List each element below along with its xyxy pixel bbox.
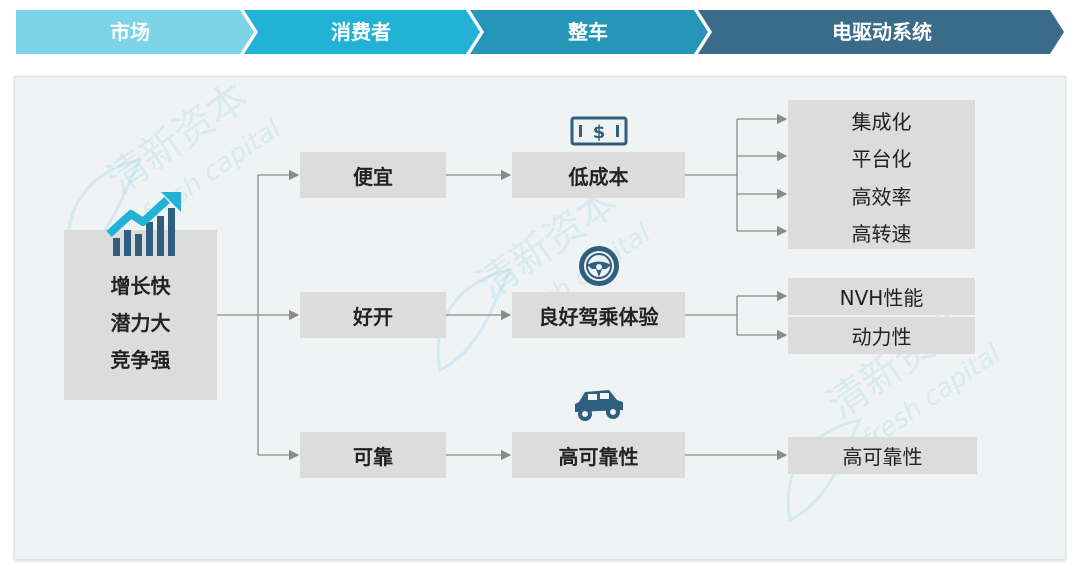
step-label-consumer: 消费者 [331, 20, 391, 44]
drive-group-cost: 集成化 平台化 高效率 高转速 [788, 100, 975, 249]
step-label-vehicle: 整车 [568, 20, 608, 44]
consumer-need-easy-drive: 好开 [300, 292, 446, 338]
drive-item-high-speed: 高转速 [851, 222, 912, 246]
chevron-vehicle [470, 10, 708, 54]
chevron-drive-system [698, 10, 1064, 54]
dollar-bill-icon: $ [570, 116, 628, 146]
market-line-growth: 增长快 [110, 274, 171, 298]
vehicle-attr-reliability: 高可靠性 [512, 432, 685, 478]
drive-item-efficiency: 高效率 [851, 185, 912, 209]
step-label-drive-system: 电驱动系统 [832, 20, 932, 44]
drive-item-reliability: 高可靠性 [788, 437, 977, 474]
watermark-leaf-3 [786, 417, 863, 523]
offroad-car-icon [575, 390, 623, 421]
drive-item-power: 动力性 [788, 317, 975, 354]
steering-wheel-icon [579, 246, 619, 286]
market-line-potential: 潜力大 [110, 311, 171, 335]
drive-item-integration: 集成化 [851, 110, 912, 134]
consumer-need-reliable: 可靠 [300, 432, 446, 478]
svg-text:$: $ [593, 122, 606, 143]
chevron-market [16, 10, 254, 54]
step-label-market: 市场 [110, 20, 150, 44]
vehicle-attr-low-cost: 低成本 [512, 152, 685, 198]
process-header: 市场 消费者 整车 电驱动系统 [0, 0, 1080, 60]
drive-item-platform: 平台化 [851, 147, 912, 171]
vehicle-attr-driving-experience: 良好驾乘体验 [512, 292, 685, 338]
market-line-competition: 竞争强 [110, 348, 171, 372]
chevron-consumer [244, 10, 480, 54]
chevron-shapes [16, 10, 1064, 54]
rising-chart-icon [106, 192, 181, 256]
drive-item-nvh: NVH性能 [788, 278, 975, 315]
consumer-need-cheap: 便宜 [300, 152, 446, 198]
market-box: 增长快 潜力大 竞争强 [64, 230, 217, 400]
